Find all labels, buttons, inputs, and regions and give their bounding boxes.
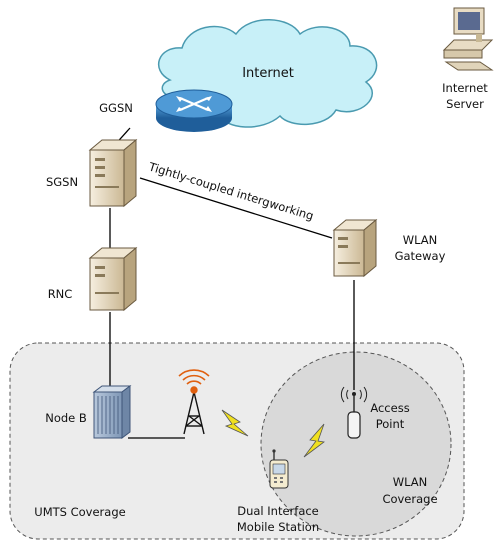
wlan-coverage-area [260, 351, 452, 537]
access-point-label-line1: Access [370, 401, 409, 415]
lightning-icon [221, 409, 249, 437]
interworking-link-label: Tightly-coupled intergworking [146, 159, 315, 223]
lightning-icon [303, 423, 325, 458]
internet-label: Internet [242, 66, 294, 81]
link-sgsn-wlan-gateway [139, 177, 333, 239]
ggsn-label: GGSN [99, 101, 133, 115]
node-b-label: Node B [45, 411, 87, 425]
access-point-label-line2: Point [376, 417, 405, 431]
wlan-coverage-label-line2: Coverage [382, 492, 437, 506]
workstation-icon [442, 7, 494, 71]
wlan-gateway-label-line1: WLAN [403, 233, 438, 247]
mobile-phone-icon [269, 449, 289, 489]
wlan-gateway-label-line2: Gateway [395, 249, 446, 263]
mobile-station-label-line2: Mobile Station [237, 520, 319, 534]
server-icon [332, 218, 378, 278]
tower-icon [178, 369, 210, 435]
node-b-icon [92, 385, 132, 439]
server-icon [88, 246, 138, 312]
router-icon [155, 89, 233, 132]
wlan-coverage-label-line1: WLAN [393, 475, 428, 489]
rnc-label: RNC [48, 287, 73, 301]
mobile-station-label-line1: Dual Interface [237, 504, 319, 518]
internet-server-label-line1: Internet [442, 81, 488, 95]
umts-coverage-label: UMTS Coverage [34, 505, 125, 519]
access-point-icon [340, 386, 368, 439]
server-icon [88, 138, 138, 208]
internet-server-label-line2: Server [446, 97, 484, 111]
sgsn-label: SGSN [46, 175, 78, 189]
